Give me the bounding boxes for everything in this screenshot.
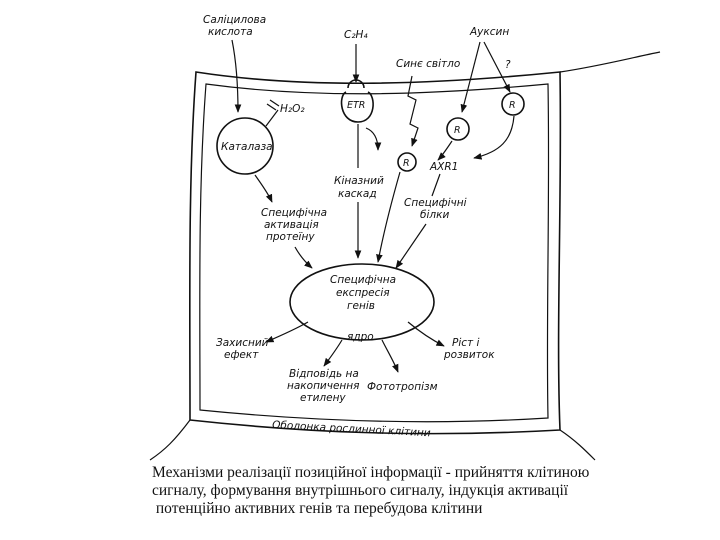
specific-proteins-label-1: Специфічні xyxy=(404,197,467,209)
receptor-auxin-right xyxy=(501,92,525,116)
gene-expression-label-1: Специфічна xyxy=(330,274,396,286)
h2o2-inhibit-bar2 xyxy=(269,99,280,107)
specific-activation-label-1: Специфічна xyxy=(261,207,327,219)
caption-line-2: сигналу, формування внутрішнього сигналу… xyxy=(152,482,569,499)
auxin-label: Ауксин xyxy=(469,26,509,38)
kinase-cascade-label-1: Кіназний xyxy=(334,175,384,187)
arrow-auxin-left-down xyxy=(437,140,453,161)
wall-extension-top xyxy=(559,51,661,73)
salicylic-acid-label-2: кислота xyxy=(208,26,253,38)
arrow-etr-side xyxy=(365,127,382,151)
caption-line-3: потенційно активних генів та перебудова … xyxy=(152,500,483,517)
question-mark: ? xyxy=(505,59,511,71)
arrow-to-phototropism xyxy=(381,339,399,373)
specific-activation-label-2: активація xyxy=(264,219,319,231)
blue-light-zigzag xyxy=(407,75,419,147)
h2o2-label: H₂O₂ xyxy=(280,103,305,115)
ethylene-label: C₂H₄ xyxy=(344,29,368,41)
ethylene-response-label-1: Відповідь на xyxy=(289,368,359,380)
receptor-auxin-left-label: R xyxy=(454,125,461,136)
receptor-blue-light-label: R xyxy=(403,158,410,169)
arrow-to-growth xyxy=(407,321,445,347)
nucleus-ellipse xyxy=(289,263,435,341)
receptor-blue-light xyxy=(397,152,417,172)
arrow-auxin-to-receptor-right xyxy=(483,41,511,93)
catalase-label: Каталаза xyxy=(221,141,273,153)
arrow-to-ethylene-response xyxy=(323,339,343,367)
blue-light-label: Синє світло xyxy=(396,58,460,70)
arrow-blue-light-to-nucleus xyxy=(376,171,401,263)
cell-membrane-inner xyxy=(199,83,550,423)
cell-wall-outer xyxy=(188,71,562,435)
salicylic-acid-label-1: Саліцилова xyxy=(203,14,266,26)
arrow-auxin-right-to-axr1 xyxy=(473,115,515,160)
protective-effect-label-1: Захисний xyxy=(216,337,269,349)
specific-proteins-label-2: білки xyxy=(420,209,449,221)
wall-extension-right xyxy=(559,429,596,461)
wall-extension-left xyxy=(149,419,191,461)
nucleus-label: ядро xyxy=(347,331,374,343)
gene-expression-label-2: експресія xyxy=(336,287,390,299)
kinase-cascade-label-2: каскад xyxy=(338,188,377,200)
specific-activation-label-3: протеїну xyxy=(266,231,315,243)
arrow-salicylic-to-catalase xyxy=(231,39,242,113)
receptor-auxin-left xyxy=(446,117,470,141)
arrow-catalase-to-activation xyxy=(254,174,273,203)
figure-caption: Механізми реалізації позиційної інформац… xyxy=(152,464,622,518)
catalase-circle xyxy=(216,117,274,175)
ethylene-response-label-3: етилену xyxy=(300,392,346,404)
arrow-axr1-to-proteins xyxy=(431,173,441,197)
etr-receptor xyxy=(340,79,374,123)
h2o2-inhibit-line xyxy=(265,109,279,127)
growth-label-1: Ріст і xyxy=(452,337,479,349)
etr-label: ETR xyxy=(347,100,365,111)
arrow-proteins-to-nucleus xyxy=(395,223,427,269)
arrow-to-protective-effect xyxy=(265,321,309,343)
h2o2-inhibit-bar1 xyxy=(266,103,277,111)
growth-label-2: розвиток xyxy=(443,349,495,361)
arrow-auxin-to-receptor-left xyxy=(460,41,481,113)
protective-effect-label-2: ефект xyxy=(224,349,259,361)
caption-line-1: Механізми реалізації позиційної інформац… xyxy=(152,464,590,481)
axr1-label: AXR1 xyxy=(429,161,458,173)
gene-expression-label-3: генів xyxy=(347,300,375,312)
receptor-auxin-right-label: R xyxy=(509,100,516,111)
arrow-activation-to-nucleus xyxy=(294,246,313,269)
ethylene-response-label-2: накопичення xyxy=(287,380,359,392)
phototropism-label: Фототропізм xyxy=(367,381,438,393)
